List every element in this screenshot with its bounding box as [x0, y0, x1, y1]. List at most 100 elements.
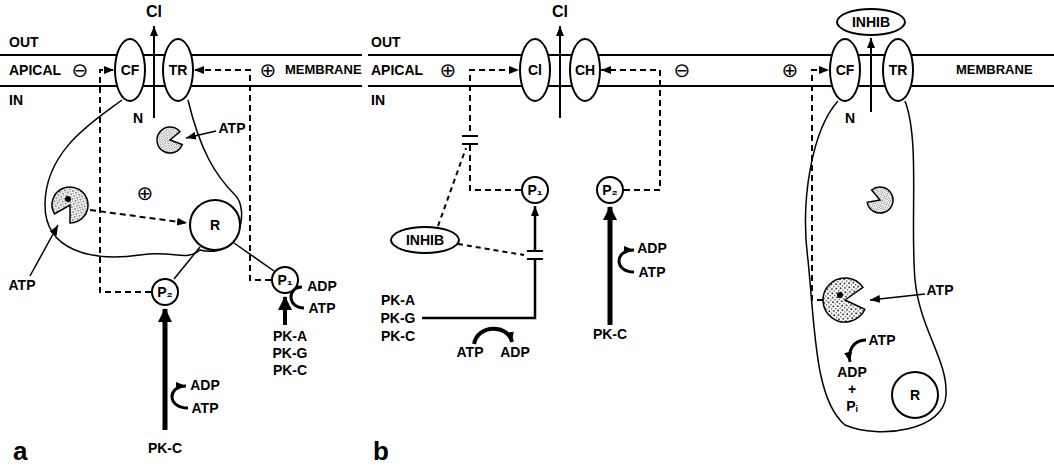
regulation-connector — [601, 70, 660, 190]
nucleotide-label: ATP — [308, 301, 337, 316]
node-text: R — [910, 388, 920, 402]
phosphorylation-curve — [172, 386, 188, 408]
phosphorylation-curve — [474, 329, 512, 344]
chloride-flux-arrow — [153, 26, 155, 118]
effect-sign: ⊖ — [72, 58, 89, 82]
kinase-arrow — [422, 206, 535, 318]
atp-arrow — [30, 225, 58, 276]
kinase-arrow — [163, 309, 168, 430]
ion-label: Cl — [551, 4, 569, 21]
node-text: CF — [836, 63, 855, 77]
domain-stem — [174, 247, 200, 279]
chloride-flux-arrow — [559, 26, 561, 118]
nucleotide-label: ADP — [636, 241, 668, 256]
node-text: INHIB — [406, 233, 444, 247]
side-label: OUT — [8, 35, 40, 50]
node-text: CF — [121, 63, 140, 77]
phosphorylation-site: P₁ — [521, 176, 549, 204]
ion-label: Cl — [145, 4, 163, 21]
nucleotide-binding-fold — [155, 125, 183, 155]
membrane-label: MEMBRANE — [284, 63, 363, 77]
side-label: APICAL — [8, 63, 62, 78]
atp-arrow — [870, 294, 925, 300]
inhibition-line — [438, 148, 466, 226]
side-label: IN — [8, 93, 24, 108]
channel-oval: TR — [162, 38, 194, 102]
kinase-label: PK-C — [272, 363, 308, 378]
nucleotide-label: ATP — [868, 333, 897, 348]
kinase-label: PK-C — [592, 327, 628, 342]
panel-letter: a — [12, 438, 28, 465]
regulatory-domain: R — [189, 199, 241, 251]
kinase-arrow — [283, 297, 287, 325]
nucleotide-label: ATP — [191, 401, 220, 416]
inhibition-line — [458, 244, 524, 255]
node-text: P₂ — [602, 183, 618, 197]
kinase-label: PK-A — [380, 293, 416, 308]
terminus-label: N — [844, 111, 856, 126]
node-text: P₁ — [277, 273, 292, 287]
channel-oval: CF — [114, 38, 146, 102]
nucleotide-label: + — [847, 382, 857, 397]
node-text: P₁ — [527, 183, 542, 197]
inhibitor-oval: INHIB — [836, 8, 906, 36]
block-gap — [463, 136, 477, 144]
effect-sign: ⊕ — [137, 181, 154, 205]
inhibitor-oval: INHIB — [390, 226, 460, 254]
binding-site-dot — [65, 196, 71, 202]
nucleotide-label: Pᵢ — [845, 399, 858, 414]
node-text: Cl — [528, 63, 542, 77]
side-label: IN — [370, 93, 386, 108]
nucleotide-label: ATP — [638, 265, 667, 280]
kinase-label: PK-C — [147, 441, 183, 456]
nucleotide-label: ADP — [499, 345, 531, 360]
kinase-label: PK-G — [380, 311, 417, 326]
terminus-label: N — [132, 111, 144, 126]
node-text: R — [210, 218, 220, 232]
kinase-label: PK-G — [272, 346, 309, 361]
inhibitor-flux-arrow — [870, 38, 872, 112]
regulation-arrow — [90, 210, 187, 223]
channel-oval: TR — [882, 38, 914, 102]
domain-stem — [234, 243, 274, 271]
nucleotide-label: ATP — [218, 121, 247, 136]
block-symbol — [462, 136, 478, 144]
nucleotide-binding-fold — [155, 125, 183, 155]
atp-arrow — [186, 131, 216, 138]
membrane-label: MEMBRANE — [955, 63, 1034, 77]
phosphorylation-curve — [619, 250, 634, 272]
side-label: APICAL — [370, 63, 424, 78]
node-text: TR — [889, 63, 908, 77]
kinase-label: PK-C — [380, 329, 416, 344]
effect-sign: ⊕ — [782, 58, 799, 82]
effect-sign: ⊕ — [440, 58, 457, 82]
node-text: CH — [575, 63, 595, 77]
nucleotide-label: ADP — [189, 378, 221, 393]
nucleotide-binding-fold — [47, 180, 95, 227]
membrane-line — [368, 55, 1054, 86]
binding-site-dot — [837, 292, 843, 298]
channel-oval: Cl — [519, 38, 551, 102]
nucleotide-binding-fold — [821, 276, 866, 323]
block-gap — [528, 251, 542, 259]
nucleotide-label: ATP — [8, 278, 37, 293]
kinase-arrow — [608, 207, 613, 325]
block-symbol — [527, 251, 543, 259]
panel-letter: b — [372, 438, 390, 465]
nucleotide-binding-fold — [865, 184, 897, 217]
phosphorylation-site: P₁ — [271, 266, 299, 294]
phosphorylation-site: P₂ — [151, 278, 179, 306]
nucleotide-binding-fold — [865, 184, 897, 217]
channel-oval: CH — [569, 38, 601, 102]
effect-sign: ⊖ — [674, 58, 691, 82]
channel-oval: CF — [829, 38, 861, 102]
node-text: TR — [169, 63, 188, 77]
node-text: INHIB — [852, 15, 890, 29]
effect-sign: ⊕ — [260, 58, 277, 82]
regulatory-domain: R — [891, 371, 939, 419]
nucleotide-label: ATP — [926, 283, 955, 298]
nucleotide-label: ADP — [836, 365, 868, 380]
